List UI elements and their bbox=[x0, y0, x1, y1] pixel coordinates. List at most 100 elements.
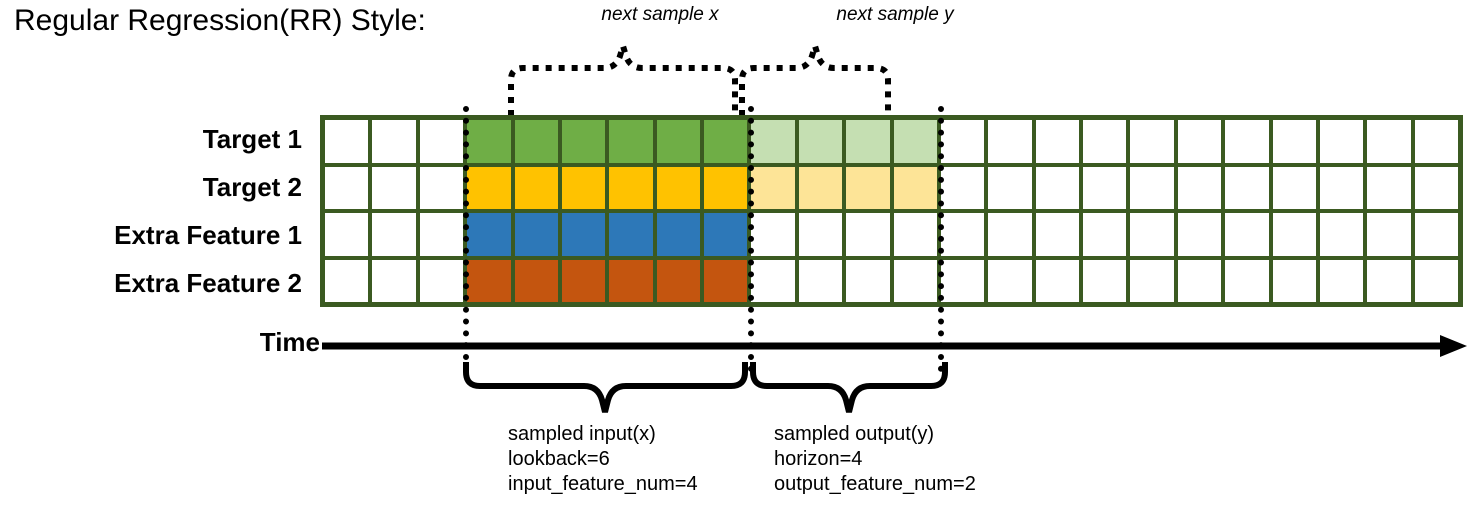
grid-cell bbox=[467, 166, 511, 209]
grid-cell bbox=[514, 259, 558, 302]
grid-cell bbox=[419, 259, 464, 302]
bottom-solid-braces bbox=[463, 362, 948, 413]
grid-cell bbox=[940, 213, 985, 256]
grid-cell bbox=[1414, 166, 1458, 209]
grid-cell bbox=[1083, 120, 1127, 163]
grid-cell bbox=[798, 120, 843, 163]
grid-cell bbox=[1414, 120, 1458, 163]
grid-cell bbox=[325, 213, 369, 256]
brace-sampled-input bbox=[463, 362, 748, 413]
caption-output-line-3: output_feature_num=2 bbox=[774, 473, 976, 495]
grid-cell bbox=[1225, 213, 1269, 256]
caption-input-line-3: input_feature_num=4 bbox=[508, 473, 698, 495]
guide-line-input-start bbox=[463, 106, 469, 372]
grid-cell bbox=[1177, 259, 1222, 302]
grid-cell bbox=[372, 259, 416, 302]
grid-cell bbox=[514, 213, 558, 256]
grid-cell bbox=[1177, 213, 1222, 256]
grid-cell bbox=[1083, 213, 1127, 256]
grid-cell bbox=[751, 213, 795, 256]
grid-cell bbox=[1414, 259, 1458, 302]
grid-cell bbox=[1083, 259, 1127, 302]
grid-cell bbox=[1272, 259, 1316, 302]
grid-cell bbox=[1272, 213, 1316, 256]
grid-cell bbox=[846, 213, 890, 256]
grid-cell bbox=[704, 213, 748, 256]
grid-cell bbox=[1225, 259, 1269, 302]
grid-cell bbox=[1130, 259, 1174, 302]
grid-cell bbox=[656, 120, 700, 163]
grid-cell bbox=[1130, 120, 1174, 163]
grid-cell bbox=[656, 166, 700, 209]
grid-cell bbox=[372, 120, 416, 163]
caption-sampled-input: sampled input(x) lookback=6 input_featur… bbox=[508, 422, 698, 497]
grid-cell bbox=[893, 166, 937, 209]
guide-line-output-end bbox=[938, 106, 944, 372]
grid-cell bbox=[325, 166, 369, 209]
grid-cell bbox=[1225, 166, 1269, 209]
grid-cell bbox=[1367, 213, 1411, 256]
grid-cell bbox=[988, 213, 1032, 256]
grid-cell bbox=[372, 213, 416, 256]
grid-cell bbox=[656, 259, 700, 302]
grid-cell bbox=[609, 120, 653, 163]
grid-cell bbox=[798, 166, 843, 209]
grid-row-target-1 bbox=[325, 120, 1458, 163]
grid-cell bbox=[1272, 120, 1316, 163]
brace-next-sample-y bbox=[739, 35, 891, 116]
grid-cell bbox=[1083, 166, 1127, 209]
grid-cell bbox=[419, 213, 464, 256]
grid-cell bbox=[561, 120, 606, 163]
grid-cell bbox=[1414, 213, 1458, 256]
grid-cell bbox=[1177, 120, 1222, 163]
grid-cell bbox=[1367, 166, 1411, 209]
grid-cell bbox=[1319, 259, 1364, 302]
grid-cell bbox=[988, 120, 1032, 163]
grid-cell bbox=[1367, 259, 1411, 302]
grid-cell bbox=[1130, 166, 1174, 209]
grid-cell bbox=[1035, 166, 1079, 209]
grid-cell bbox=[1035, 259, 1079, 302]
grid-cell bbox=[1319, 166, 1364, 209]
grid-cell bbox=[656, 213, 700, 256]
grid-cell bbox=[1177, 166, 1222, 209]
grid-cell bbox=[751, 166, 795, 209]
caption-output-line-2: horizon=4 bbox=[774, 448, 863, 470]
grid-cell bbox=[467, 120, 511, 163]
grid-cell bbox=[372, 166, 416, 209]
label-next-sample-y: next sample y bbox=[836, 4, 954, 25]
grid-cell bbox=[467, 213, 511, 256]
grid-cell bbox=[419, 166, 464, 209]
grid-cell bbox=[798, 259, 843, 302]
row-label-column: Target 1 Target 2 Extra Feature 1 Extra … bbox=[0, 115, 312, 307]
label-next-sample-x: next sample x bbox=[601, 4, 719, 25]
grid-cell bbox=[419, 120, 464, 163]
grid-cell bbox=[798, 213, 843, 256]
grid-cell bbox=[846, 166, 890, 209]
row-label-target-1: Target 1 bbox=[202, 123, 302, 154]
top-dotted-braces bbox=[508, 35, 891, 116]
row-label-extra-feature-2: Extra Feature 2 bbox=[114, 267, 302, 298]
grid-row-extra-feature-2 bbox=[325, 259, 1458, 302]
brace-sampled-output bbox=[750, 362, 948, 413]
grid-cell bbox=[1035, 213, 1079, 256]
grid-row-extra-feature-1 bbox=[325, 213, 1458, 256]
brace-next-sample-x bbox=[508, 35, 738, 116]
grid-cell bbox=[325, 120, 369, 163]
grid-cell bbox=[514, 166, 558, 209]
grid-cell bbox=[1225, 120, 1269, 163]
grid-cell bbox=[561, 166, 606, 209]
row-label-target-2: Target 2 bbox=[202, 171, 302, 202]
grid-cell bbox=[988, 166, 1032, 209]
grid-cell bbox=[609, 166, 653, 209]
grid-cell bbox=[846, 120, 890, 163]
grid-cell bbox=[609, 213, 653, 256]
time-axis-arrow bbox=[322, 335, 1467, 357]
grid-cell bbox=[893, 213, 937, 256]
grid-cell bbox=[1367, 120, 1411, 163]
grid-cell bbox=[514, 120, 558, 163]
grid-cell bbox=[940, 166, 985, 209]
timeline-grid bbox=[320, 115, 1463, 307]
grid-cell bbox=[846, 259, 890, 302]
axis-label-time: Time bbox=[259, 327, 320, 357]
